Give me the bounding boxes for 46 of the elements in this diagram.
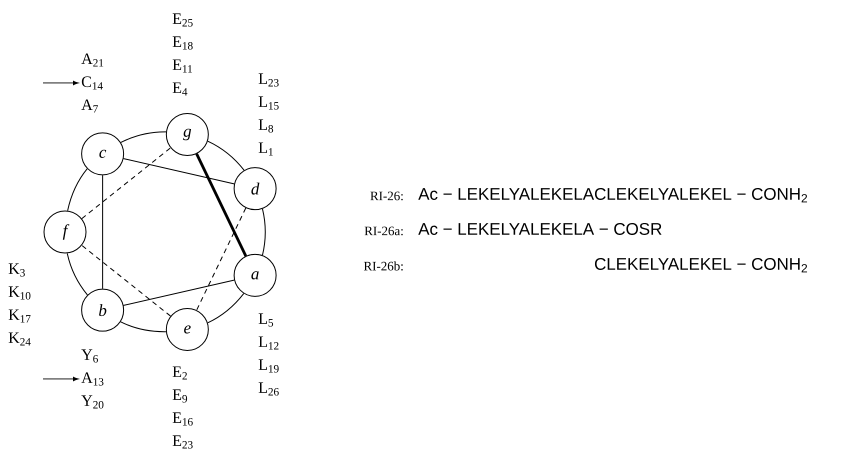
wheel-arc	[67, 168, 88, 212]
residue-label: L$_{1}$	[258, 142, 273, 156]
connecting-line	[195, 153, 248, 257]
residue-label: L$_{26}$	[258, 382, 279, 396]
residue-label: L$_{15}$	[258, 96, 279, 110]
residue-label: A$_{21}$	[81, 53, 104, 67]
residue-label: L$_{23}$	[258, 73, 279, 87]
residue-label: E$_{23}$	[172, 435, 193, 449]
residue-label: K$_{3}$	[8, 263, 25, 277]
wheel-arc	[262, 208, 266, 256]
residue-label: A$_{7}$	[81, 99, 98, 113]
residue-label: K$_{17}$	[8, 309, 31, 322]
residue-label: Y$_{6}$	[81, 349, 98, 363]
sequence: CLEKELYALEKEL − CONH$_{2}$	[594, 258, 808, 272]
sequence: Ac − LEKELYALEKELA − COSR	[418, 222, 662, 235]
residue-label: A$_{13}$	[81, 372, 104, 386]
residue-label: E$_{9}$	[172, 389, 188, 403]
wheel-arc	[120, 321, 166, 332]
connecting-line	[102, 174, 104, 290]
residue-label: Y$_{20}$	[81, 395, 104, 409]
residue-label: E$_{16}$	[172, 412, 193, 426]
wheel-arc	[66, 252, 88, 296]
sequence-name: RI-26b:	[364, 261, 403, 271]
residue-label: K$_{24}$	[8, 332, 31, 346]
residue-label: L$_{5}$	[258, 313, 274, 327]
wheel-arc	[120, 131, 166, 143]
residue-label: L$_{12}$	[258, 336, 278, 350]
residue-label: K$_{10}$	[8, 286, 30, 300]
sequence-name: RI-26a:	[364, 226, 403, 236]
residue-label: L$_{8}$	[258, 119, 274, 133]
residue-label: E$_{18}$	[172, 36, 193, 50]
residue-label: E$_{4}$	[172, 82, 188, 96]
residue-label: E$_{2}$	[172, 366, 187, 380]
wheel-arc	[207, 293, 244, 324]
residue-label: C$_{14}$	[82, 76, 103, 90]
connecting-line	[81, 244, 172, 317]
sequence: Ac − LEKELYALEKELACLEKELYALEKEL − CONH$_{2}$	[418, 188, 808, 202]
connecting-line	[123, 158, 235, 184]
residue-label: E$_{25}$	[172, 13, 193, 27]
connecting-line	[123, 280, 235, 306]
connecting-line	[196, 208, 246, 311]
residue-label: L$_{19}$	[258, 359, 279, 373]
connecting-line	[81, 147, 172, 220]
wheel-arc	[207, 140, 245, 171]
residue-label: E$_{11}$	[172, 59, 192, 72]
sequence-name: RI-26:	[370, 192, 403, 200]
